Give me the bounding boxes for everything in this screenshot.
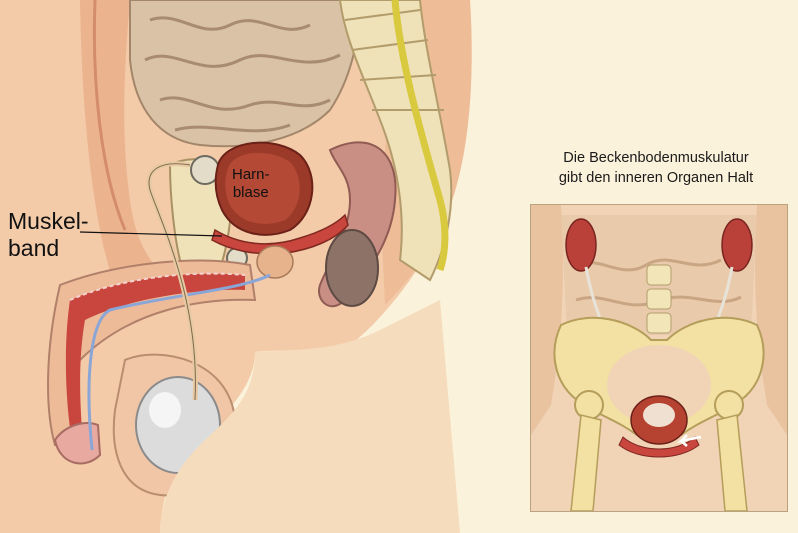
muscle-band-label-line2: band (8, 235, 60, 261)
intestines (129, 0, 362, 148)
pelvic-floor-muscle (618, 436, 700, 458)
sagittal-pelvis-illustration (0, 0, 472, 533)
thigh (160, 300, 460, 533)
abdominal-wall (80, 0, 170, 300)
left-kidney (565, 218, 597, 272)
caption-line2: gibt den inneren Organen Halt (558, 170, 754, 186)
muscle-band (211, 213, 349, 255)
muscle-band-label-line1: Muskel- (8, 208, 89, 234)
caption-line1: Die Beckenbodenmuskulatur (563, 150, 749, 166)
inset-caption: Die Beckenbodenmuskulatur gibt den inner… (520, 148, 792, 188)
right-kidney (721, 218, 753, 272)
glans (53, 422, 102, 465)
pointer-arrow (677, 434, 702, 447)
pelvic-floor-illustration (531, 205, 787, 511)
bladder-label-line2: blase (232, 184, 269, 201)
urethra (87, 273, 271, 451)
spinal-nerve (391, 0, 449, 272)
bladder-label: Harn- blase (232, 166, 270, 202)
spine (338, 0, 453, 282)
muscle-band-label: Muskel- band (8, 208, 89, 262)
muscle-band-leader-line (79, 231, 223, 237)
pelvic-floor-inset (530, 204, 788, 512)
bladder-label-line1: Harn- (232, 166, 270, 183)
